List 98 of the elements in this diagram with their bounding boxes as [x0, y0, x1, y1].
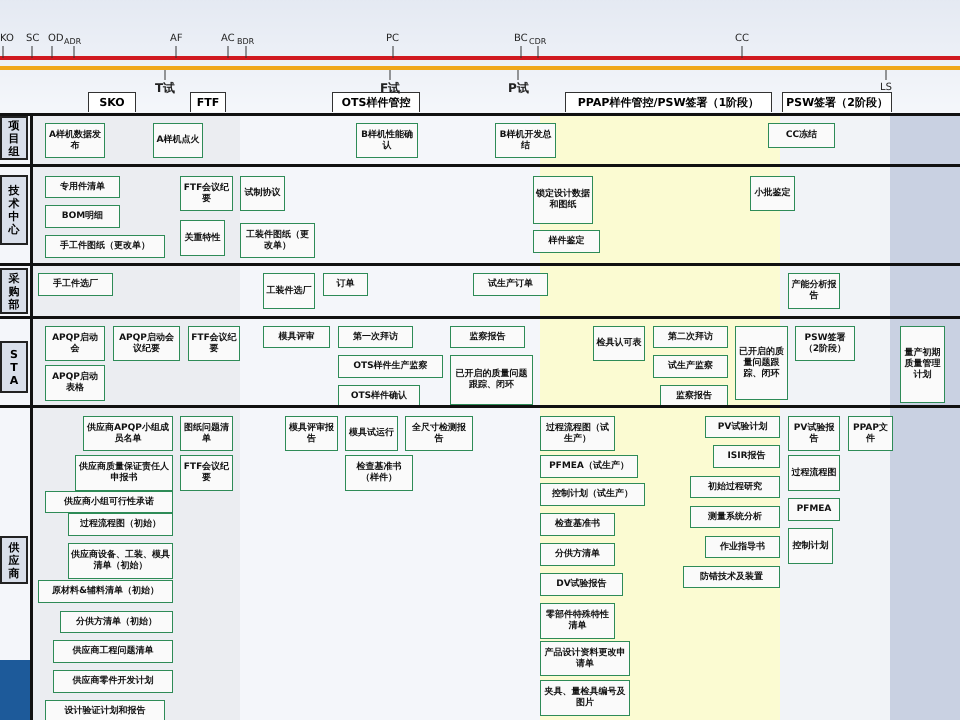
deliverable-box: 产品设计资料更改申请单: [540, 641, 630, 676]
deliverable-box: 已开启的质量问题跟踪、闭环: [735, 326, 788, 400]
deliverable-box: CC冻结: [768, 123, 835, 148]
deliverable-box: 控制计划: [788, 528, 833, 564]
deliverable-box: ISIR报告: [713, 445, 780, 468]
deliverable-box: PPAP文件: [848, 416, 893, 451]
milestone-label: OD: [48, 33, 64, 44]
deliverable-box: 模具试运行: [345, 416, 398, 451]
deliverable-box: FTF会议纪要: [180, 176, 233, 211]
milestone-label: BC: [514, 33, 528, 44]
deliverable-box: 锁定设计数据和图纸: [533, 176, 593, 224]
deliverable-box: 模具评审报告: [285, 416, 338, 451]
deliverable-box: DV试验报告: [540, 573, 623, 596]
deliverable-box: 试生产订单: [473, 273, 548, 296]
milestone-label: BDR: [237, 37, 254, 46]
lane-label: STA: [0, 341, 28, 393]
deliverable-box: APQP启动会议纪要: [113, 326, 180, 361]
deliverable-box: 检查基准书（样件）: [345, 455, 413, 491]
deliverable-box: 全尺寸检测报告: [405, 416, 473, 451]
deliverable-box: PSW签署（2阶段）: [795, 326, 855, 361]
deliverable-box: 模具评审: [263, 326, 330, 348]
deliverable-box: 供应商质量保证责任人申报书: [75, 455, 173, 491]
deliverable-box: 手工件选厂: [38, 273, 113, 296]
deliverable-box: FTF会议纪要: [188, 326, 240, 361]
deliverable-box: 零部件特殊特性清单: [540, 603, 615, 639]
deliverable-box: PV试验报告: [788, 416, 840, 451]
deliverable-box: 控制计划（试生产）: [540, 483, 645, 506]
deliverable-box: 手工件图纸（更改单）: [45, 235, 165, 258]
deliverable-box: 设计验证计划和报告: [45, 700, 165, 720]
deliverable-box: 图纸问题清单: [180, 416, 233, 451]
milestone-label: KO: [0, 33, 14, 44]
lane-label: 供应商: [0, 536, 28, 584]
deliverable-box: 防错技术及装置: [683, 566, 780, 588]
milestone-label: ADR: [64, 37, 82, 46]
milestone-label: AC: [221, 33, 235, 44]
deliverable-box: 监察报告: [450, 326, 525, 348]
deliverable-box: PFMEA: [788, 498, 840, 521]
lane-label: 采购部: [0, 268, 28, 314]
deliverable-box: 已开启的质量问题跟踪、闭环: [450, 355, 533, 405]
deliverable-box: 供应商设备、工装、模具清单（初始）: [68, 543, 173, 579]
deliverable-box: 供应商小组可行性承诺: [45, 491, 173, 513]
deliverable-box: 初始过程研究: [690, 476, 780, 498]
deliverable-box: 工装件图纸（更改单）: [240, 223, 315, 258]
deliverable-box: 产能分析报告: [788, 273, 840, 309]
lane-label: 技术中心: [0, 175, 28, 245]
deliverable-box: 过程流程图（试生产）: [540, 416, 615, 451]
milestone-label: PC: [386, 33, 400, 44]
lane-label: 项目组: [0, 116, 28, 160]
deliverable-box: 试生产监察: [653, 355, 728, 378]
milestone-label: CDR: [529, 37, 546, 46]
deliverable-box: 测量系统分析: [690, 506, 780, 528]
milestone-label: SC: [26, 33, 40, 44]
milestone-label: AF: [170, 33, 183, 44]
phase-tab: OTS样件管控: [332, 92, 420, 112]
deliverable-box: 第二次拜访: [653, 326, 728, 348]
milestone-label: CC: [735, 33, 749, 44]
deliverable-box: APQP启动表格: [45, 365, 105, 401]
deliverable-box: A样机数据发布: [45, 123, 105, 158]
milestone-label: P试: [508, 80, 529, 97]
deliverable-box: 检具认可表: [593, 326, 645, 361]
deliverable-box: 分供方清单（初始）: [60, 611, 173, 633]
deliverable-box: PV试验计划: [705, 416, 780, 438]
milestone-label: T试: [155, 80, 176, 97]
milestone-label: LS: [880, 82, 892, 93]
phase-tab: PSW签署（2阶段）: [782, 92, 892, 112]
phase-tab: PPAP样件管控/PSW签署（1阶段）: [565, 92, 772, 112]
phase-tab: SKO: [88, 92, 136, 112]
deliverable-box: 订单: [323, 273, 368, 296]
deliverable-box: 小批鉴定: [750, 176, 795, 211]
deliverable-box: 专用件清单: [45, 176, 120, 198]
swimlane: [0, 405, 960, 720]
deliverable-box: 工装件选厂: [263, 273, 315, 309]
deliverable-box: B样机性能确认: [356, 123, 418, 158]
deliverable-box: BOM明细: [45, 205, 120, 228]
deliverable-box: 检查基准书: [540, 513, 615, 536]
deliverable-box: 供应商零件开发计划: [53, 670, 173, 693]
deliverable-box: 过程流程图（初始）: [68, 513, 173, 536]
deliverable-box: 关重特性: [180, 220, 225, 256]
deliverable-box: B样机开发总结: [495, 123, 556, 158]
deliverable-box: APQP启动会: [45, 326, 105, 361]
swimlane: [0, 316, 960, 405]
swimlane: [0, 263, 960, 316]
deliverable-box: 原材料&辅料清单（初始）: [38, 580, 173, 603]
deliverable-box: 分供方清单: [540, 543, 615, 566]
deliverable-box: OTS样件生产监察: [338, 355, 443, 378]
deliverable-box: 第一次拜访: [338, 326, 413, 348]
deliverable-box: A样机点火: [153, 123, 203, 158]
deliverable-box: 供应商工程问题清单: [53, 640, 173, 663]
deliverable-box: 过程流程图: [788, 455, 840, 491]
deliverable-box: PFMEA（试生产）: [540, 455, 638, 478]
deliverable-box: 试制协议: [240, 176, 285, 211]
deliverable-box: 量产初期质量管理计划: [900, 326, 945, 403]
phase-tab: FTF: [190, 92, 226, 112]
deliverable-box: 作业指导书: [705, 536, 780, 558]
deliverable-box: 夹具、量检具编号及图片: [540, 680, 630, 716]
deliverable-box: FTF会议纪要: [180, 455, 233, 491]
deliverable-box: 样件鉴定: [533, 230, 600, 253]
deliverable-box: 供应商APQP小组成员名单: [83, 416, 173, 451]
